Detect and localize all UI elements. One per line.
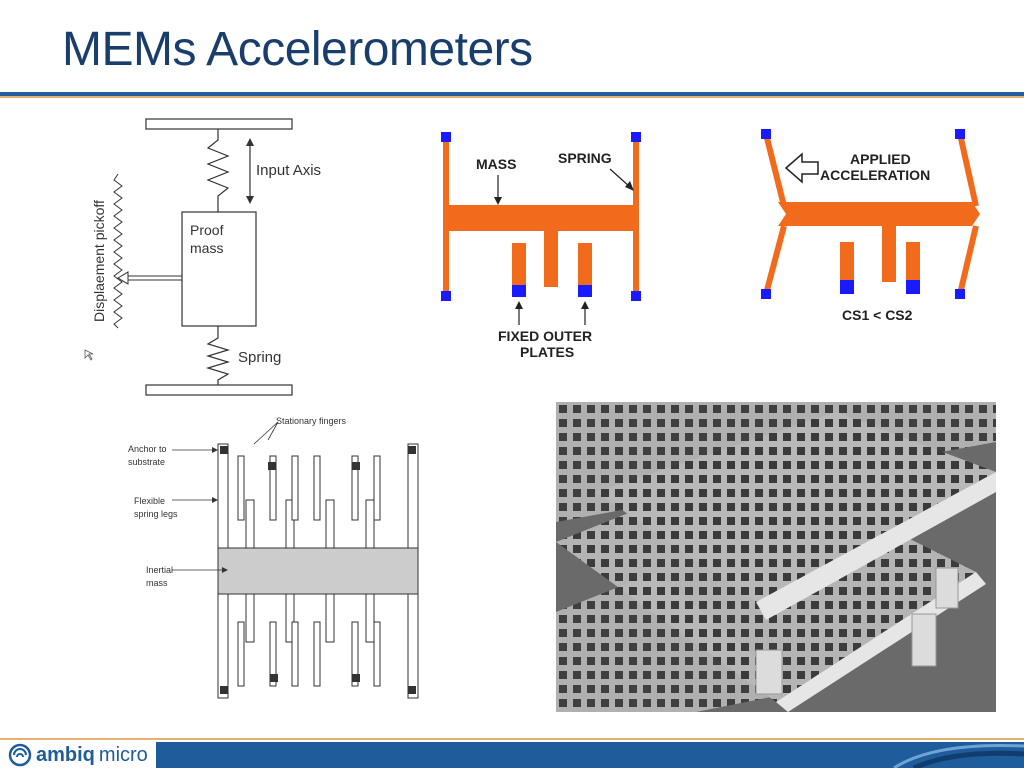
title-underline: [0, 92, 1024, 96]
inertial-mass-block: [217, 547, 419, 595]
top-spring: [206, 129, 230, 212]
slide-title: MEMs Accelerometers: [62, 23, 533, 76]
mass-bar: [446, 205, 636, 231]
flexible-legs-label-2: spring legs: [134, 509, 178, 519]
logo-text-bold: ambiq: [36, 743, 95, 766]
proof-mass-label-2: mass: [190, 240, 223, 256]
anchor-label-2: substrate: [128, 457, 165, 467]
mass-spring-plates-diagram: MASS SPRING FIXED OUTER PLATES: [441, 132, 641, 360]
fixed-plate-right: [578, 243, 592, 289]
bottom-spring: [205, 326, 231, 385]
pickoff-resistor: [113, 173, 123, 329]
inertial-mass-label-2: mass: [146, 578, 168, 588]
title-underline-accent: [0, 96, 1024, 98]
applied-label-2: ACCELERATION: [820, 167, 930, 183]
input-axis-label: Input Axis: [256, 162, 321, 179]
applied-label-1: APPLIED: [850, 151, 911, 167]
sem-micrograph-image: [556, 402, 996, 712]
acceleration-arrow-icon: [784, 152, 819, 184]
top-plate: [145, 118, 293, 130]
fixed-outer-plates-label-1: FIXED OUTER: [498, 328, 592, 344]
spring-mass-schematic: Input Axis Proof mass Spring Displaement…: [84, 118, 321, 396]
footer-accent-line: [0, 738, 1024, 740]
spring-label-orange: SPRING: [558, 150, 612, 166]
displacement-pickoff-label: Displaement pickoff: [91, 200, 107, 322]
comb-finger-diagram: Stationary fingers Anchor to substrate F…: [128, 416, 419, 699]
ambiq-logo-icon: [8, 743, 32, 767]
anchor-bl: [441, 291, 451, 301]
stationary-fingers-label: Stationary fingers: [276, 416, 347, 426]
moving-mass-bar: [778, 202, 980, 226]
anchor-tr: [631, 132, 641, 142]
fixed-outer-plates-label-2: PLATES: [520, 344, 574, 360]
fixed-plate-left: [512, 243, 526, 289]
flexible-legs-label-1: Flexible: [134, 496, 165, 506]
logo-text-light: micro: [98, 743, 148, 766]
anchor-tl: [441, 132, 451, 142]
anchor-square-tl: [220, 446, 228, 454]
inertial-mass-label-1: Inertial: [146, 565, 173, 575]
mass-label: MASS: [476, 156, 516, 172]
footer-swoosh: [893, 744, 1024, 768]
anchor-br: [631, 291, 641, 301]
applied-acceleration-diagram: APPLIED ACCELERATION CS1 < CS2: [761, 129, 980, 323]
bottom-plate: [145, 384, 293, 396]
cursor-icon: [84, 349, 94, 361]
spring-label: Spring: [238, 349, 281, 366]
proof-mass-label-1: Proof: [190, 222, 224, 238]
footer-bar: [156, 742, 1024, 768]
anchor-label-1: Anchor to: [128, 444, 167, 454]
cs-relation-label: CS1 < CS2: [842, 307, 913, 323]
proof-mass-box: [181, 211, 257, 327]
